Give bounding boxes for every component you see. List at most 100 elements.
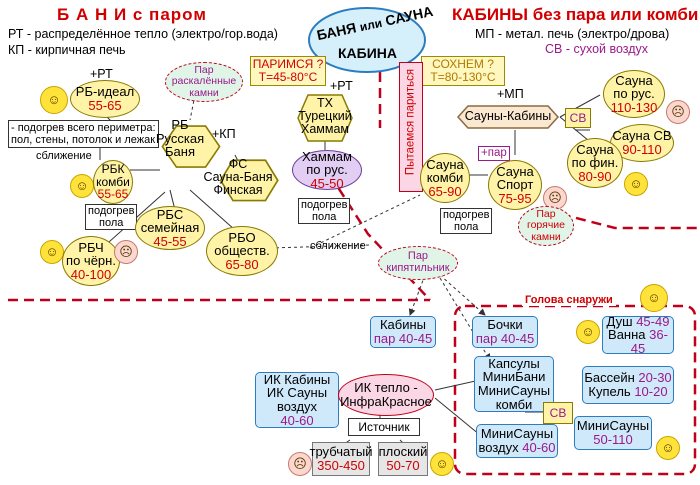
rbo-title: РБО обществ. xyxy=(214,229,270,259)
left-line2: КП - кирпичная печь xyxy=(8,43,126,57)
perimeter-note: - подогрев всего периметра: пол, стены, … xyxy=(8,120,159,149)
node-rbch: РБЧ по чёрн. 40-100 xyxy=(62,236,120,286)
par-goryachie-kamni: Пар горячие камни xyxy=(518,206,574,246)
hexagon-sauny-kabiny xyxy=(456,105,560,129)
sohnem-box: СОХНЕМ ? Т=80-130°С xyxy=(421,56,505,86)
node-rbs: РБС семейная 45-55 xyxy=(135,206,205,250)
node-rb-ideal: РБ-идеал 55-65 xyxy=(70,80,140,118)
divider-diagonal xyxy=(328,174,431,301)
parimsya-value: Т=45-80°С xyxy=(258,70,318,84)
sauna-fin-title: Сауна по фин. xyxy=(571,141,619,171)
rbs-title: РБС семейная xyxy=(140,206,200,236)
node-kapsuly: Капсулы МиниБани МиниСауны комби xyxy=(474,356,554,412)
sohnem-title: СОХНЕМ ? xyxy=(432,57,494,72)
rb-ideal-value: 55-65 xyxy=(88,98,122,113)
vanna-value: 36-45 xyxy=(630,327,668,356)
rbch-title: РБЧ по чёрн. xyxy=(66,239,116,269)
sauna-kombi-value: 65-90 xyxy=(428,183,462,199)
kp-label: +КП xyxy=(212,127,236,141)
sohnem-value: Т=80-130°С xyxy=(430,70,496,84)
par-plus-label: +пар xyxy=(478,146,510,161)
node-bassein-kupel: Бассейн 20-30 Купель 10-20 xyxy=(582,366,674,404)
rbo-value: 65-80 xyxy=(225,256,259,272)
node-rbo: РБО обществ. 65-80 xyxy=(206,226,278,276)
node-sauna-rus: Сауна по рус. 110-130 xyxy=(603,70,665,118)
node-sauna-sport: Сауна Спорт 75-95 xyxy=(488,160,542,210)
connector xyxy=(434,379,481,391)
bochki-value: пар 40-45 xyxy=(475,331,535,346)
connector xyxy=(439,274,486,316)
podogrev-note-1: подогрев пола xyxy=(85,204,138,231)
node-rbk: РБК комби 55-65 xyxy=(93,160,133,204)
bassein-value: 20-30 xyxy=(638,370,672,386)
sauna-sport-title: Сауна Спорт xyxy=(496,163,534,193)
mp-label: +МП xyxy=(497,87,524,101)
sauna-sv-title: Сауна СВ xyxy=(612,128,672,144)
minisauny2-title: МиниСауны xyxy=(576,418,650,434)
parimsya-title: ПАРИМСЯ ? xyxy=(252,57,324,72)
trubchaty-value: 350-450 xyxy=(317,458,365,473)
smiley-happy-icon: ☺ xyxy=(40,86,68,114)
smiley-happy-icon: ☺ xyxy=(656,436,680,460)
smiley-sad-icon: ☹ xyxy=(666,100,690,124)
rbs-value: 45-55 xyxy=(153,233,187,249)
rt-label-1: +РТ xyxy=(90,67,113,81)
kabiny-value: пар 40-45 xyxy=(373,331,433,346)
ik-kabiny-title: ИК Кабины ИК Сауны воздух xyxy=(263,371,331,414)
sblizhenie-label-2: сближение xyxy=(310,240,366,252)
podogrev-note-3: подогрев пола xyxy=(440,208,493,235)
sauna-sv-value: 90-110 xyxy=(622,142,662,157)
sv-badge-2: СВ xyxy=(543,402,573,424)
smiley-sad-icon: ☹ xyxy=(114,240,138,264)
golova-snaruzhi-label: Голова снаружи xyxy=(522,294,616,307)
smiley-happy-icon: ☺ xyxy=(430,452,454,476)
dush-title: Душ xyxy=(606,313,633,329)
head-outside-region xyxy=(453,304,697,476)
kupel-value: 10-20 xyxy=(634,384,668,399)
right-line1: МП - метал. печь (электро/дрова) xyxy=(475,27,670,41)
istochnik-label: Источник xyxy=(348,418,420,436)
smiley-happy-icon: ☺ xyxy=(70,174,94,198)
rbk-title: РБК комби xyxy=(96,162,130,189)
rt-label-2: +РТ xyxy=(330,79,353,93)
rb-ideal-title: РБ-идеал xyxy=(75,84,135,100)
hexagon-tx xyxy=(297,94,353,142)
node-rb: РБ Русская Баня xyxy=(155,117,205,160)
connector xyxy=(189,94,196,121)
kupel-title: Купель xyxy=(588,384,631,399)
smiley-sad-icon: ☹ xyxy=(288,452,312,476)
node-sauny-kabiny: Сауны-Кабины xyxy=(464,109,552,123)
smiley-happy-icon: ☺ xyxy=(624,172,648,196)
minisauny1-value: 40-60 xyxy=(522,440,556,455)
dush-value: 45-49 xyxy=(636,313,670,329)
smiley-happy-icon: ☺ xyxy=(40,240,64,264)
minisauny1-title: МиниСауны воздух xyxy=(478,426,554,455)
connector xyxy=(309,194,421,249)
rbch-value: 40-100 xyxy=(70,266,112,282)
connector xyxy=(269,244,371,249)
sauna-sport-value: 75-95 xyxy=(498,190,532,206)
smiley-happy-icon: ☺ xyxy=(576,320,600,344)
bochki-title: Бочки xyxy=(487,317,523,333)
sauna-kombi-title: Сауна комби xyxy=(426,156,464,186)
rbk-value: 55-65 xyxy=(97,187,129,202)
node-ploskiy: плоский 50-70 xyxy=(378,442,428,476)
bassein-title: Бассейн xyxy=(584,370,635,386)
center-title-ellipse xyxy=(308,7,426,73)
pytaemsya-label: Пытаемся париться xyxy=(404,68,417,176)
right-title: КАБИНЫ без пара или комби xyxy=(452,5,699,24)
sauna-rus-value: 110-130 xyxy=(610,99,658,115)
left-title: Б А Н И с паром xyxy=(57,5,207,24)
hexagon-fs xyxy=(219,159,279,202)
node-fs: ФС Сауна-Баня Финская xyxy=(203,157,273,198)
node-ik-teplo: ИК тепло - ИнфраКрасное xyxy=(338,374,434,416)
vanna-title: Ванна xyxy=(608,327,646,343)
trubchaty-title: трубчатый xyxy=(309,444,373,460)
node-dush-vanna: Душ 45-49 Ванна 36-45 xyxy=(602,313,674,356)
sv-badge-1: СВ xyxy=(565,108,591,128)
hammam-title: Хаммам по рус. xyxy=(302,148,352,178)
center-cabin-word: КАБИНА xyxy=(337,45,397,61)
node-sauna-kombi: Сауна комби 65-90 xyxy=(420,153,470,203)
